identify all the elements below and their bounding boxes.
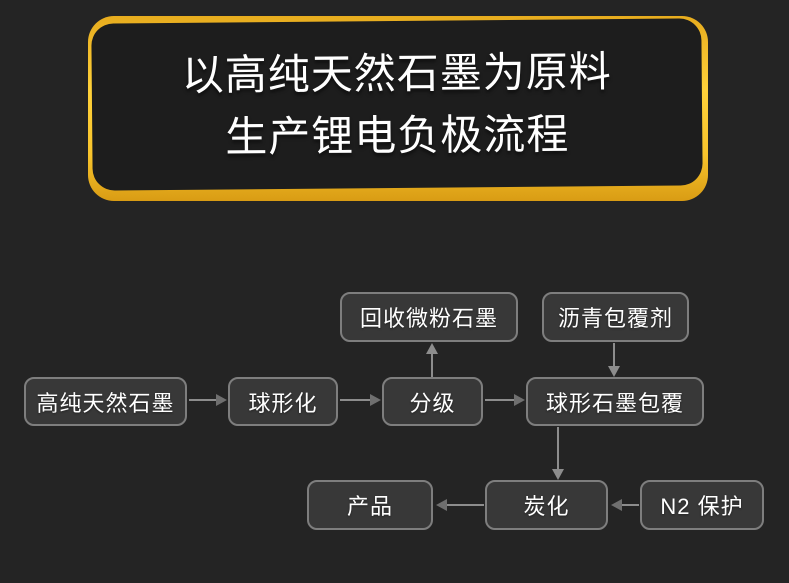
arrow-head-left-icon — [436, 499, 447, 511]
node-product: 产品 — [307, 480, 433, 530]
arrow-line — [557, 427, 559, 469]
node-pitch-coating-agent: 沥青包覆剂 — [542, 292, 689, 342]
node-spherical-graphite-coating: 球形石墨包覆 — [526, 377, 704, 426]
arrow-line — [446, 504, 484, 506]
arrow-line — [621, 504, 639, 506]
node-carbonization: 炭化 — [485, 480, 608, 530]
arrow-head-right-icon — [514, 394, 525, 406]
poster-title-line-2: 生产锂电负极流程 — [225, 109, 570, 160]
arrow-line — [485, 399, 516, 401]
arrow-line — [613, 343, 615, 366]
arrow-head-right-icon — [370, 394, 381, 406]
node-n2-protection: N2 保护 — [640, 480, 764, 530]
arrow-head-right-icon — [216, 394, 227, 406]
banner-panel: 以高纯天然石墨为原料 生产锂电负极流程 — [91, 18, 703, 191]
arrow-head-down-icon — [608, 366, 620, 377]
node-classification: 分级 — [382, 377, 483, 426]
arrow-line — [189, 399, 219, 401]
arrow-line — [340, 399, 372, 401]
arrow-line — [431, 353, 433, 377]
arrow-head-down-icon — [552, 469, 564, 480]
node-spheroidization: 球形化 — [228, 377, 338, 426]
node-recycled-fine-graphite: 回收微粉石墨 — [340, 292, 518, 342]
poster-title-line-1: 以高纯天然石墨为原料 — [181, 47, 612, 99]
arrow-head-left-icon — [611, 499, 622, 511]
node-raw-graphite: 高纯天然石墨 — [24, 377, 187, 426]
title-banner: 以高纯天然石墨为原料 生产锂电负极流程 — [88, 16, 708, 201]
arrow-head-up-icon — [426, 343, 438, 354]
